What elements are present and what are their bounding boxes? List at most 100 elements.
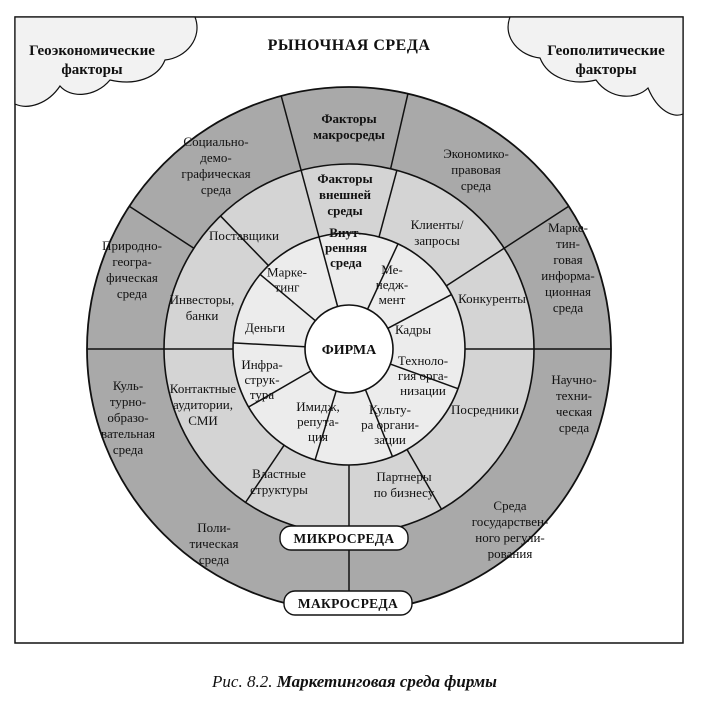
macro-sector-line: Куль- xyxy=(113,378,143,393)
inner-sector-label: Культу-ра органи-зации xyxy=(361,402,419,447)
inner-divider xyxy=(259,273,316,322)
micro-sector-label: Клиенты/запросы xyxy=(411,217,464,248)
macro-sector-line: среда xyxy=(553,300,583,315)
macro-sector-line: Природно- xyxy=(102,238,162,253)
inner-sector-line: Культу- xyxy=(369,402,411,417)
micro-divider xyxy=(219,215,269,267)
micro-sector-line: аудитории, xyxy=(173,397,233,412)
inner-divider xyxy=(387,293,452,330)
macro-sector-line: правовая xyxy=(451,162,501,177)
macro-divider xyxy=(128,205,195,249)
micro-sector-line: по бизнесу xyxy=(374,485,435,500)
micro-sector-line: банки xyxy=(186,308,219,323)
inner-sector-label: Деньги xyxy=(245,320,285,335)
macro-sector-line: фическая xyxy=(106,270,158,285)
macro-sector-line: государствен- xyxy=(472,514,549,529)
micro-sector-label: Инвесторы,банки xyxy=(170,292,235,323)
corner-right-line2: факторы xyxy=(575,62,637,78)
macro-divider xyxy=(389,93,409,169)
macro-sector-line: ционная xyxy=(545,284,591,299)
cloud-left xyxy=(14,16,198,107)
macro-sector-line: вательная xyxy=(101,426,155,441)
inner-sector-label: Техноло-гия орга-низации xyxy=(398,353,448,398)
micro-sector-line: запросы xyxy=(414,233,460,248)
inner-sector-line: низации xyxy=(400,383,446,398)
inner-sector-line: ра органи- xyxy=(361,417,419,432)
inner-divider xyxy=(314,390,337,461)
inner-sector-line: среда xyxy=(330,255,362,270)
micro-sector-line: Посредники xyxy=(451,402,519,417)
macro-sector-line: Экономико- xyxy=(443,146,509,161)
badge-macro-box xyxy=(283,590,413,616)
badge-macro-label: МАКРОСРЕДА xyxy=(298,596,398,611)
inner-sector-line: Деньги xyxy=(245,320,285,335)
macro-sector-line: информа- xyxy=(541,268,594,283)
macro-sector-line: среда xyxy=(201,182,231,197)
micro-sector-line: СМИ xyxy=(188,413,218,428)
macro-sector-line: среда xyxy=(117,286,147,301)
inner-sector-line: Марке- xyxy=(267,265,307,280)
micro-divider xyxy=(445,247,505,287)
macro-sector-line: среда xyxy=(559,420,589,435)
inner-sector-line: Техноло- xyxy=(398,353,448,368)
macro-sector-line: графическая xyxy=(181,166,250,181)
macro-sector-line: среда xyxy=(461,178,491,193)
inner-sector-line: тура xyxy=(250,387,275,402)
inner-sector-line: Инфра- xyxy=(241,357,282,372)
corner-right-line1: Геополитические xyxy=(547,43,665,59)
inner-divider xyxy=(366,243,399,310)
macro-sector-line: геогра- xyxy=(112,254,151,269)
inner-divider xyxy=(248,370,312,408)
inner-sector-line: гия орга- xyxy=(398,368,448,383)
micro-divider xyxy=(244,444,285,503)
micro-divider xyxy=(300,170,320,238)
micro-sector-line: Контактные xyxy=(170,381,237,396)
macro-sector-line: ческая xyxy=(556,404,592,419)
macro-sector-line: техни- xyxy=(556,388,592,403)
caption-title: Маркетинговая среда фирмы xyxy=(276,672,497,691)
micro-sector-line: Инвесторы, xyxy=(170,292,235,307)
inner-sector-line: репута- xyxy=(297,414,339,429)
inner-sector-label: Имидж,репута-ция xyxy=(296,399,339,444)
micro-sector-line: структуры xyxy=(250,482,308,497)
macro-sector-line: рования xyxy=(488,546,533,561)
macro-sector-line: демо- xyxy=(200,150,231,165)
badge-micro-label: МИКРОСРЕДА xyxy=(294,531,395,546)
inner-sector-line: Ме- xyxy=(381,262,403,277)
inner-divider xyxy=(390,363,459,390)
macro-sector-line: Поли- xyxy=(197,520,231,535)
micro-sector-label: Посредники xyxy=(451,402,519,417)
cloud-right xyxy=(507,16,684,116)
inner-sector-line: Внут- xyxy=(329,225,362,240)
macro-sector-line: турно- xyxy=(110,394,146,409)
inner-sector-line: ренняя xyxy=(325,240,367,255)
macro-sector-line: тическая xyxy=(190,536,239,551)
inner-divider xyxy=(318,236,339,307)
inner-sector-label: Кадры xyxy=(395,322,431,337)
micro-sector-line: среды xyxy=(327,203,362,218)
inner-sector-line: мент xyxy=(379,292,406,307)
macro-sector-line: Социально- xyxy=(183,134,248,149)
center-label: ФИРМА xyxy=(322,343,377,358)
macro-sector-line: Марке- xyxy=(548,220,588,235)
inner-sector-label: Марке-тинг xyxy=(267,265,307,295)
inner-sector-line: ция xyxy=(308,429,328,444)
inner-sector-label: Инфра-струк-тура xyxy=(241,357,282,402)
inner-sector-label: Ме-недж-мент xyxy=(376,262,408,307)
macro-sector-line: говая xyxy=(553,252,582,267)
macro-divider xyxy=(503,205,570,249)
macro-sector-line: Факторы xyxy=(321,111,376,126)
inner-sector-line: Имидж, xyxy=(296,399,339,414)
figure-caption: Рис. 8.2. Маркетинговая среда фирмы xyxy=(0,672,709,692)
